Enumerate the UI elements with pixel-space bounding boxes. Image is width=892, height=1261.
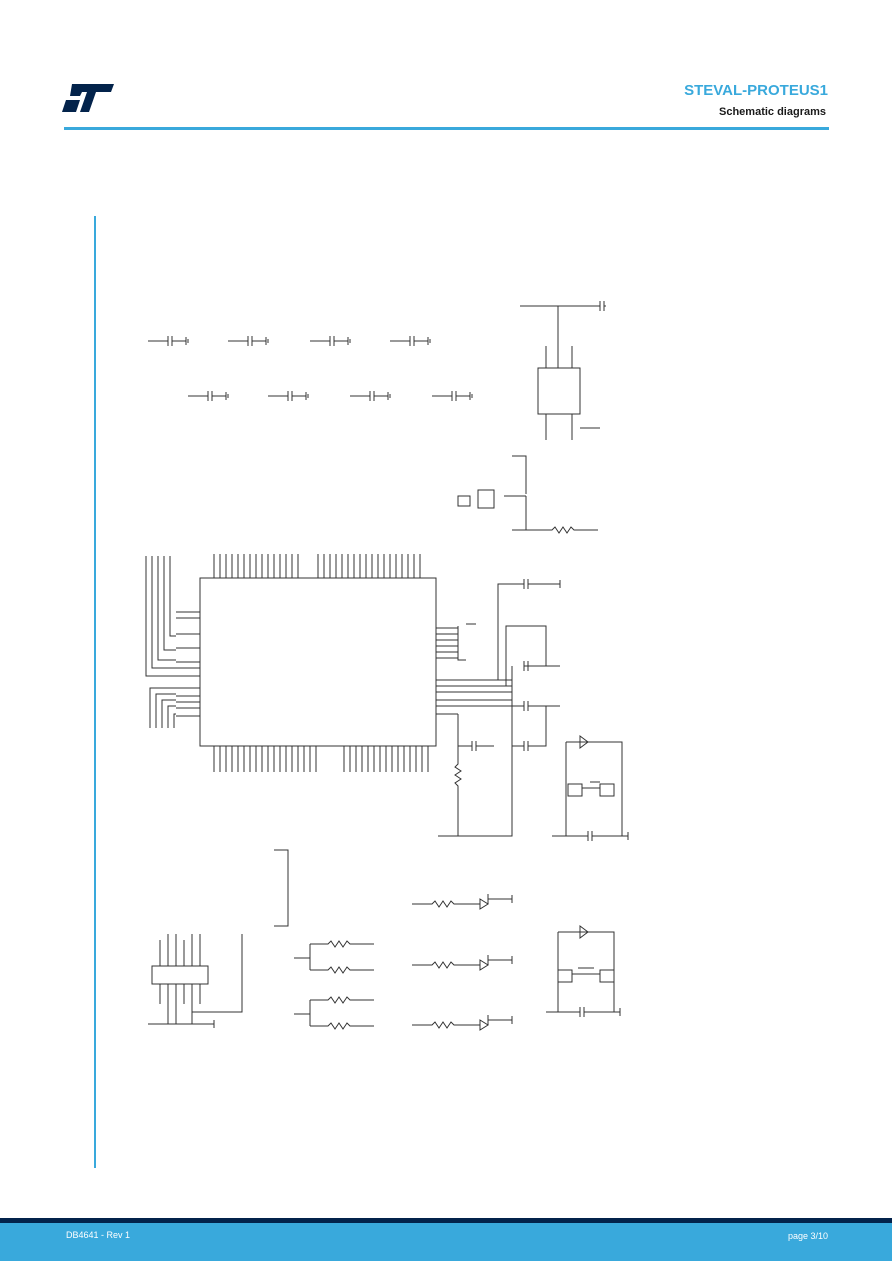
bracket [274, 849, 289, 927]
footer-band [0, 1218, 892, 1261]
mcu-left-pins [145, 556, 200, 728]
led-3 [412, 1015, 513, 1031]
led-1 [412, 894, 513, 910]
reset-circuit-1 [552, 735, 629, 841]
header-connector [457, 455, 598, 534]
mcu-right-pins [436, 579, 561, 837]
mcu-top-pins [213, 554, 421, 578]
st-logo-icon [62, 84, 114, 112]
header-divider [64, 127, 829, 130]
document-subtitle: Schematic diagrams [719, 106, 826, 118]
reset-circuit-2 [546, 925, 621, 1017]
cap-row-1 [148, 336, 431, 346]
margin-divider [94, 216, 96, 1168]
footer-accent-strip [0, 1218, 892, 1223]
page-number: page 3/10 [787, 1231, 828, 1241]
mcu-body [199, 577, 437, 747]
cap-row-2 [188, 391, 473, 401]
bottom-connector [148, 934, 243, 1028]
document-title: STEVAL-PROTEUS1 [684, 82, 828, 99]
regulator-block [520, 301, 606, 440]
document-id: DB4641 - Rev 1 [66, 1230, 131, 1240]
led-2 [412, 955, 513, 971]
divider-1 [294, 940, 374, 974]
divider-2 [294, 996, 374, 1030]
mcu-bottom-pins [213, 746, 429, 772]
